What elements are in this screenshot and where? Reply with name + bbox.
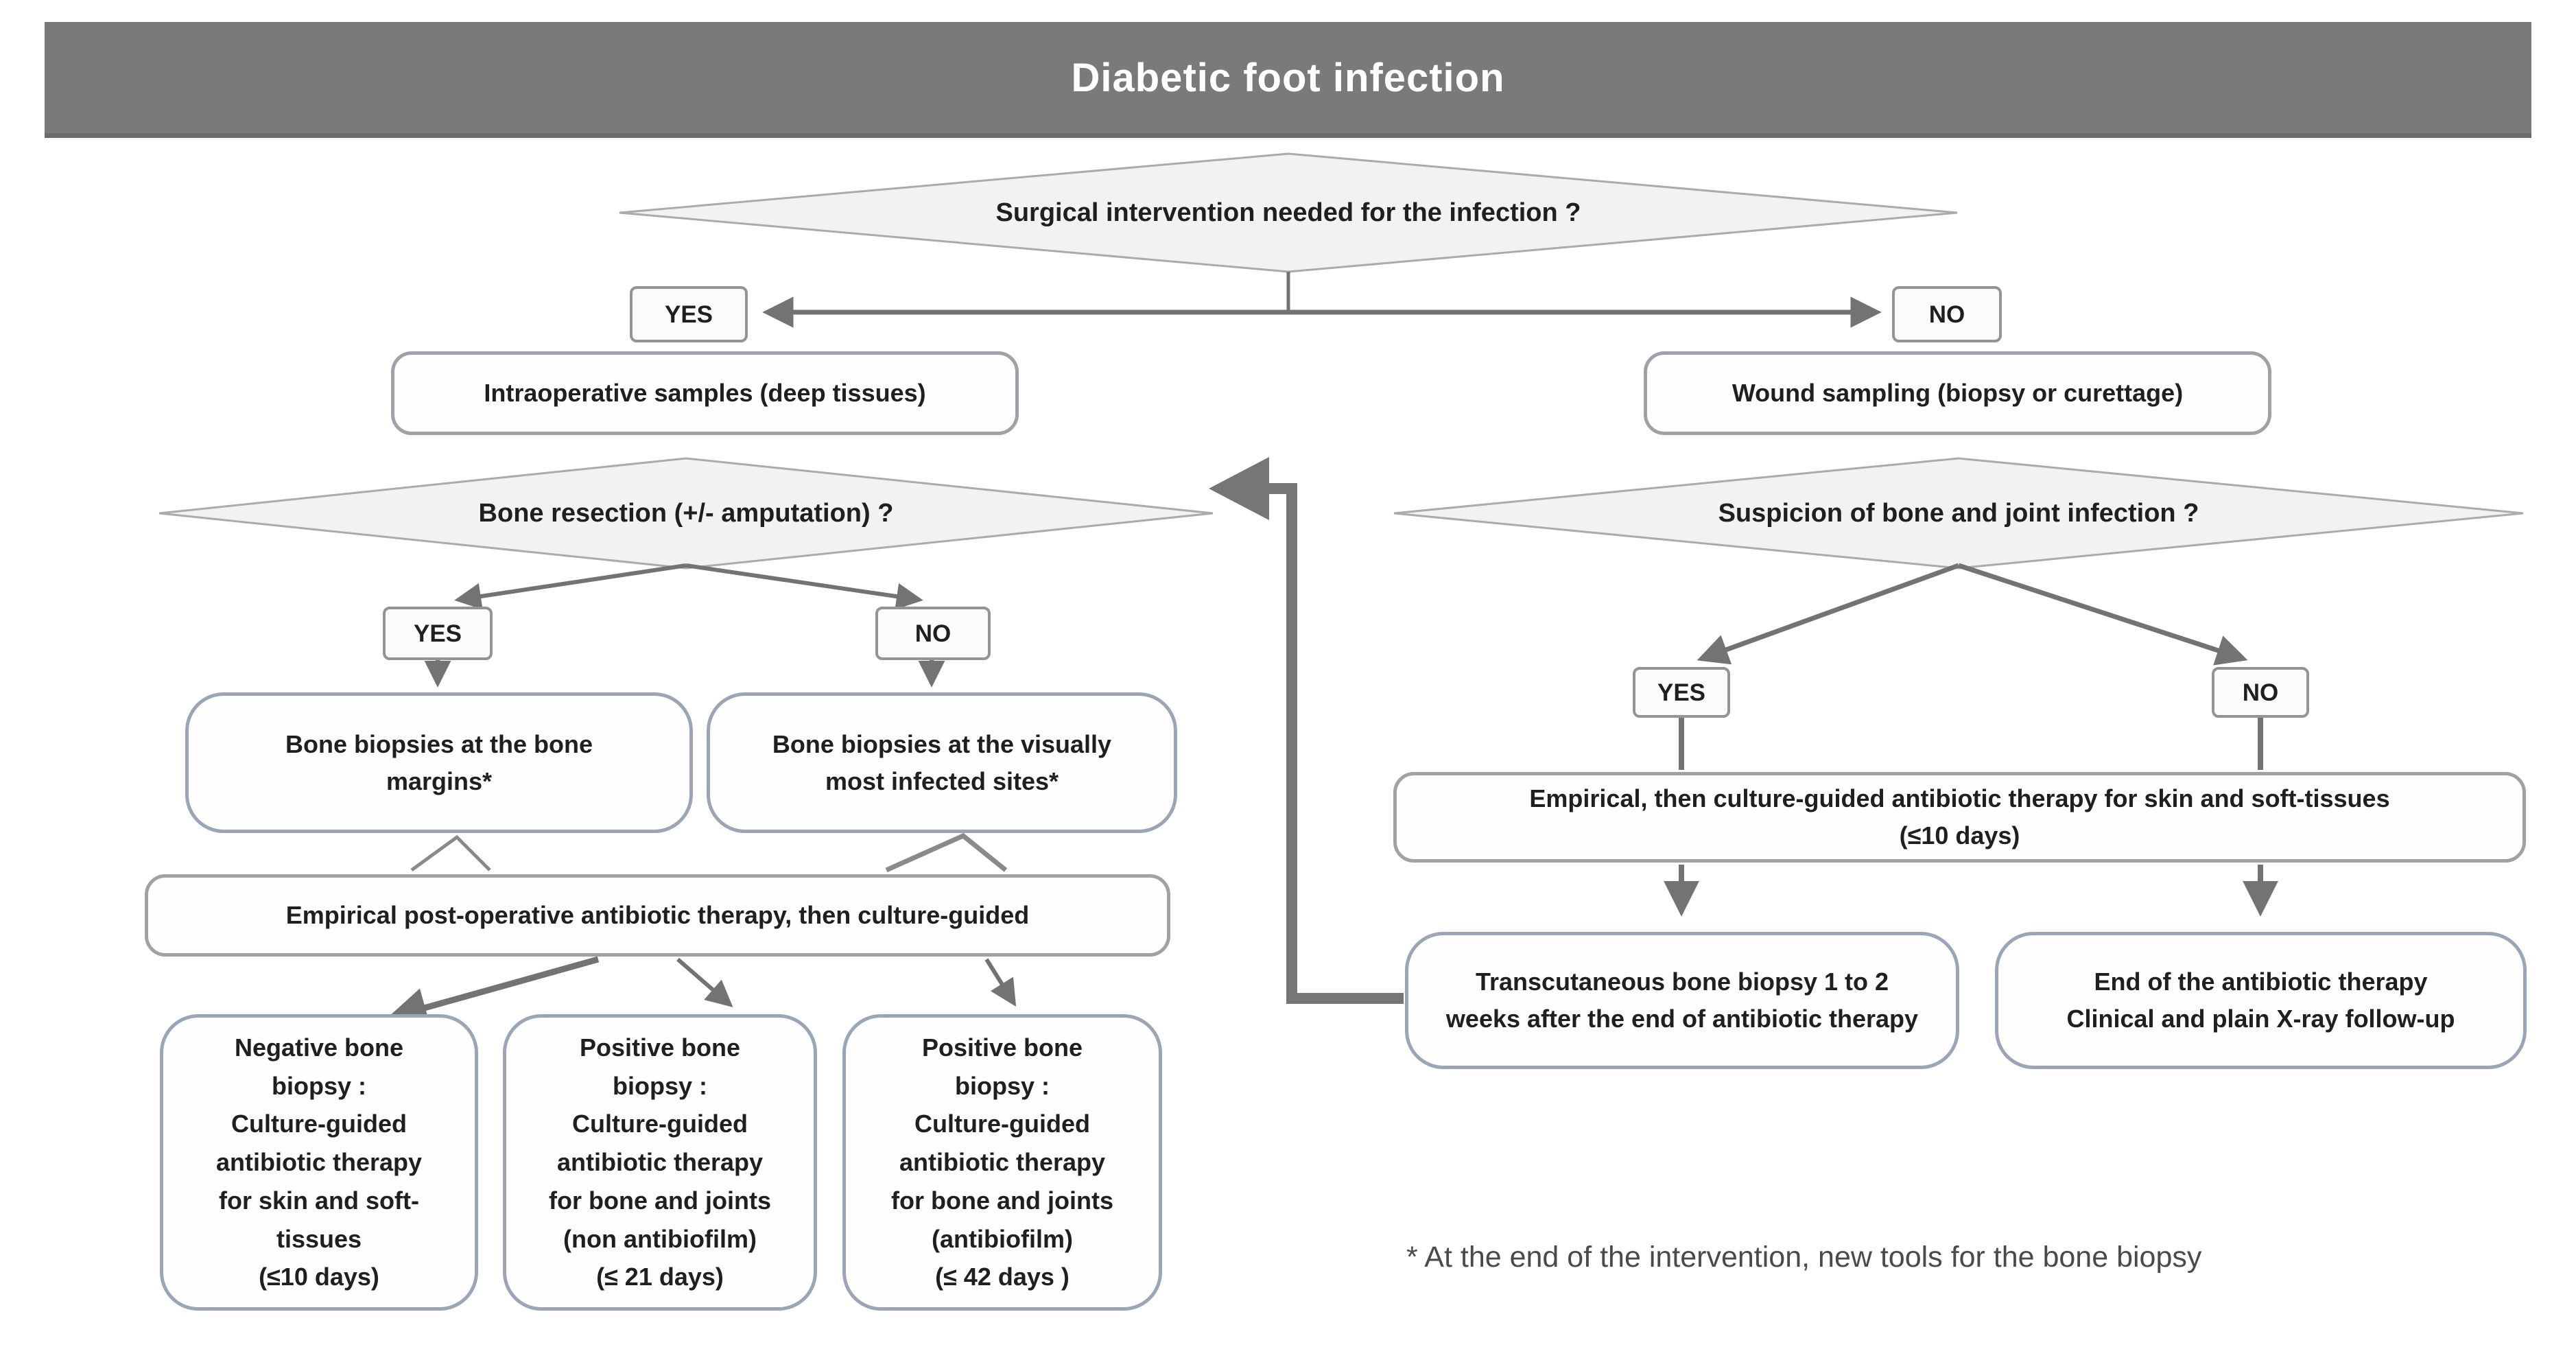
decision-surgical-intervention: Surgical intervention needed for the inf… [995,198,1581,227]
footnote-asterisk: * At the end of the intervention, new to… [1406,1241,2202,1274]
branch-no-resection: NO [875,607,991,660]
connector-margins-to-postop [410,834,491,872]
branch-yes-surgery: YES [630,286,748,342]
step-intraoperative-samples: Intraoperative samples (deep tissues) [391,351,1019,435]
outcome-end-of-therapy: End of the antibiotic therapy Clinical a… [1995,932,2527,1069]
feedback-arrowhead [1209,457,1269,520]
connector-postop-to-antibiofilm [984,958,1017,1007]
connector-infected-to-postop [885,832,1008,873]
outcome-negative-biopsy: Negative bone biopsy : Culture-guided an… [160,1014,478,1311]
title-bar: Diabetic foot infection [45,22,2531,138]
connector-feedback-elbow [1268,483,1404,1004]
step-transcutaneous-biopsy: Transcutaneous bone biopsy 1 to 2 weeks … [1405,932,1959,1069]
diamond-suspicion-bone-joint [1393,457,2524,570]
page-title: Diabetic foot infection [1071,55,1505,100]
branch-yes-suspicion: YES [1633,667,1730,718]
outcome-positive-non-antibiofilm: Positive bone biopsy : Culture-guided an… [503,1014,817,1311]
branch-yes-resection: YES [383,607,493,660]
branch-no-surgery: NO [1892,286,2002,342]
step-bone-biopsies-infected-sites: Bone biopsies at the visually most infec… [707,692,1177,833]
connector-resection-to-yes [454,563,687,610]
connector-resection-to-no [685,563,923,610]
diamond-bone-resection [158,457,1214,570]
step-empirical-skin-therapy: Empirical, then culture-guided antibioti… [1393,772,2526,863]
step-postop-antibiotic-therapy: Empirical post-operative antibiotic ther… [145,874,1170,957]
connector-postop-to-negative [386,956,600,1027]
decision-bone-resection: Bone resection (+/- amputation) ? [478,498,894,528]
step-bone-biopsies-margins: Bone biopsies at the bone margins* [185,692,693,833]
connector-suspicion-to-yes [1697,563,1960,665]
branch-no-suspicion: NO [2212,667,2309,718]
outcome-positive-antibiofilm: Positive bone biopsy : Culture-guided an… [842,1014,1162,1311]
connector-postop-to-non-antibiofilm [676,957,733,1007]
step-wound-sampling: Wound sampling (biopsy or curettage) [1644,351,2271,435]
connector-suspicion-to-no [1957,563,2248,666]
diamond-surgical-intervention [619,152,1958,273]
decision-suspicion-bone-joint: Suspicion of bone and joint infection ? [1718,498,2199,528]
